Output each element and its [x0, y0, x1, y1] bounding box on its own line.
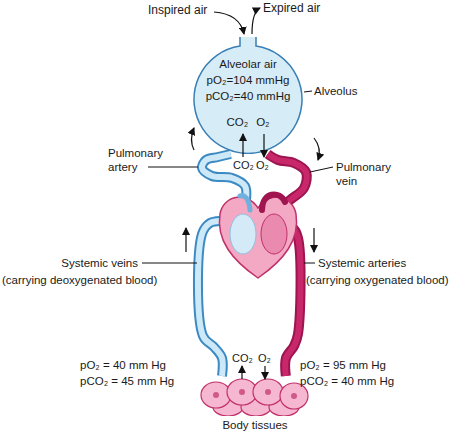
part-label: Alveolus [314, 84, 357, 98]
cell-nucleus [213, 392, 219, 398]
heart-chamber [261, 214, 287, 254]
vessel-wall [198, 154, 246, 376]
inspired-arrow [214, 12, 244, 34]
partial-pressure: pCO₂ = 40 mm Hg [300, 374, 394, 388]
body-tissues: Body tissues [200, 376, 310, 433]
gas-label: CO₂ [233, 158, 254, 172]
partial-pressure: pO₂ = 40 mm Hg [80, 358, 166, 372]
node-text: Alveolar air [219, 56, 277, 72]
node-text: pCO₂=40 mmHg [206, 88, 291, 104]
air-label: Expired air [263, 1, 320, 15]
vessel-note: (carrying deoxygenated blood) [2, 273, 157, 287]
node-text: CO₂ [226, 114, 248, 130]
alveolus: Alveolar airpO₂=104 mmHgpCO₂=40 mmHgCO₂ O… [190, 36, 306, 154]
flow-arrow [314, 138, 319, 160]
leader-line [304, 263, 315, 264]
node-text-box: Body tissues [200, 418, 310, 432]
tissue-cells [200, 376, 310, 416]
leader-line [310, 167, 333, 172]
deoxygenated-vessel [198, 154, 246, 376]
vessel-wall [268, 154, 307, 376]
cell-nucleus [291, 393, 297, 399]
text-row: pCO₂=40 mmHg [190, 88, 306, 104]
text-row: pO₂=104 mmHg [190, 72, 306, 88]
alveolus-outline [194, 37, 302, 153]
heart-chamber [230, 214, 256, 254]
gas-label: O₂ [256, 158, 269, 172]
vessel-note: (carrying oxygenated blood) [306, 273, 449, 287]
flow-arrow [185, 228, 186, 252]
expired-arrow [252, 8, 260, 34]
partial-pressure: pCO₂ = 45 mm Hg [80, 374, 174, 388]
heart [219, 197, 296, 278]
leader-line [148, 167, 198, 168]
pulmonary-trunk [240, 196, 250, 210]
node-text: pO₂=104 mmHg [207, 72, 290, 88]
text-row: Alveolar air [190, 56, 306, 72]
text-row: Body tissues [200, 418, 310, 432]
vessel-lumen [198, 154, 246, 376]
flow-arrow [192, 128, 195, 150]
vessel-label: Pulmonary vein [336, 160, 396, 188]
gas-arrow [264, 366, 265, 379]
tissue-cell [253, 379, 283, 405]
text-row: CO₂ O₂ [190, 114, 306, 130]
node-text: Body tissues [222, 418, 287, 432]
air-label: Inspired air [148, 3, 207, 17]
vessel-label: Systemic veins [20, 256, 138, 270]
node-text-box: Alveolar airpO₂=104 mmHgpCO₂=40 mmHgCO₂ O… [190, 56, 306, 130]
vessel-label: Systemic arteries [318, 256, 406, 270]
tissue-cell [201, 382, 231, 408]
aorta-arch [262, 194, 285, 210]
oxygenated-vessel [268, 154, 307, 376]
flow-arrow [313, 228, 314, 252]
leader-line [304, 91, 312, 92]
partial-pressure: pO₂ = 95 mm Hg [300, 358, 386, 372]
vessel-label: Pulmonary artery [108, 146, 174, 174]
leader-line [142, 263, 197, 264]
cell-nucleus [265, 389, 271, 395]
cell-nucleus [239, 389, 245, 395]
gas-label: O₂ [258, 351, 271, 365]
gas-label: CO₂ [232, 351, 253, 365]
node-text: O₂ [256, 114, 269, 130]
gas-arrow [241, 366, 242, 379]
vessel-lumen [268, 154, 307, 376]
